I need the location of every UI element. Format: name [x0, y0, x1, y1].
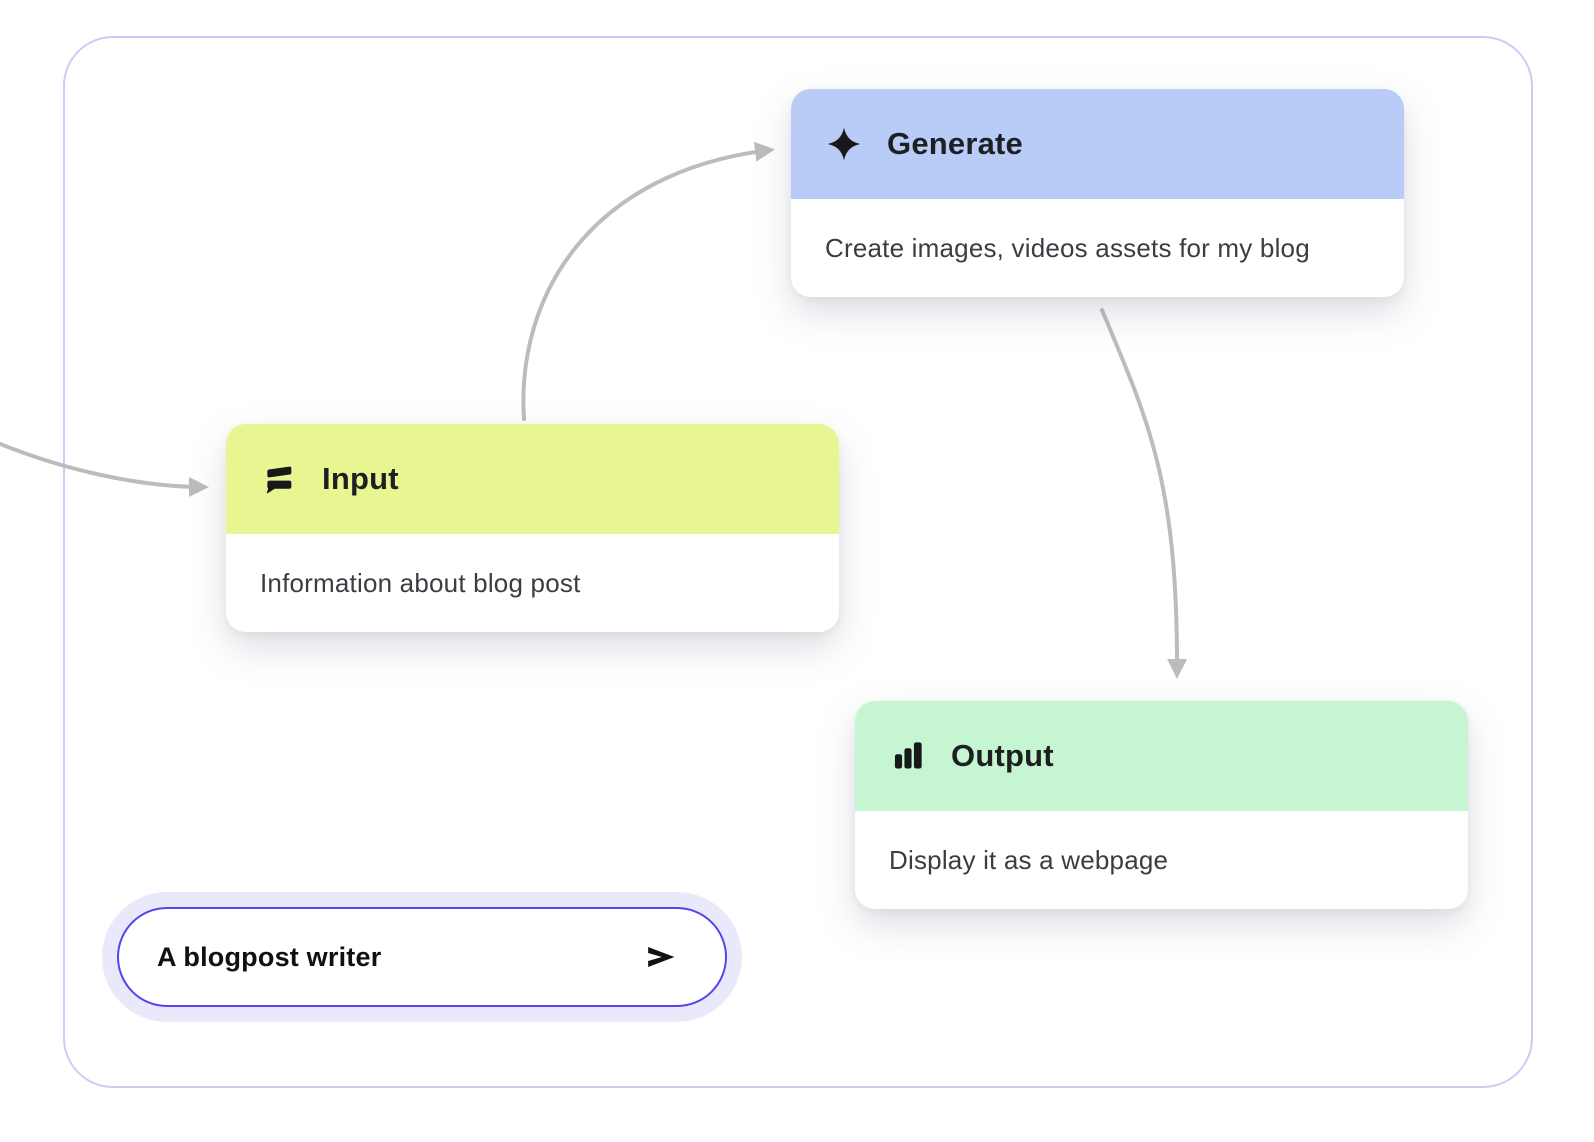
- send-arrow-icon[interactable]: [641, 937, 681, 977]
- node-input-title: Input: [322, 461, 399, 496]
- node-input[interactable]: Input Information about blog post: [226, 424, 839, 632]
- node-generate[interactable]: Generate Create images, videos assets fo…: [791, 89, 1404, 297]
- node-output-title: Output: [951, 738, 1054, 773]
- chat-text-icon: [260, 460, 298, 498]
- node-output[interactable]: Output Display it as a webpage: [855, 701, 1468, 909]
- workflow-frame: [63, 36, 1533, 1088]
- node-input-header: Input: [226, 424, 839, 534]
- sparkle-icon: [825, 125, 863, 163]
- node-generate-title: Generate: [887, 126, 1023, 161]
- prompt-text: A blogpost writer: [157, 941, 382, 972]
- node-generate-body: Create images, videos assets for my blog: [791, 199, 1404, 297]
- node-generate-header: Generate: [791, 89, 1404, 199]
- node-output-body: Display it as a webpage: [855, 811, 1468, 909]
- prompt-bar-glow: A blogpost writer: [102, 892, 742, 1022]
- node-input-body: Information about blog post: [226, 534, 839, 632]
- node-output-description: Display it as a webpage: [889, 844, 1169, 875]
- node-output-header: Output: [855, 701, 1468, 811]
- prompt-input[interactable]: A blogpost writer: [117, 907, 727, 1007]
- bar-chart-icon: [889, 737, 927, 775]
- node-generate-description: Create images, videos assets for my blog: [825, 232, 1310, 263]
- node-input-description: Information about blog post: [260, 567, 581, 598]
